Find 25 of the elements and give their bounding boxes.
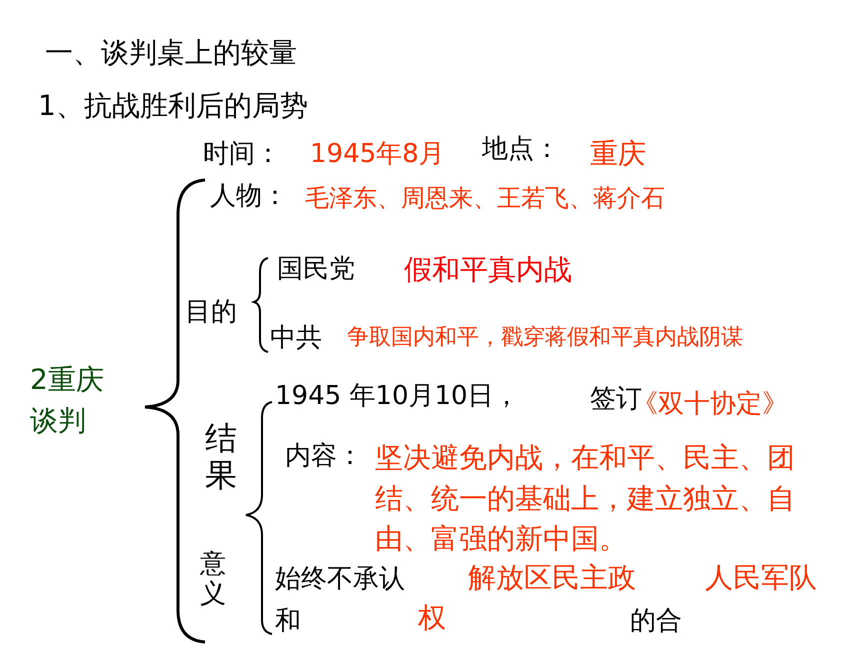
label-text: 2重庆谈判 xyxy=(30,362,105,439)
label-text: 内容： xyxy=(285,440,363,473)
label-text: 时间： xyxy=(203,138,281,171)
label-text: 权 xyxy=(418,600,446,636)
label-text: 争取国内和平，戳穿蒋假和平真内战阴谋 xyxy=(347,324,743,352)
vertical-heading: 结果 xyxy=(205,420,237,494)
label-text: 和 xyxy=(275,605,301,638)
label-text: 1、抗战胜利后的局势 xyxy=(38,88,308,124)
label-text: 1945年8月 xyxy=(310,138,445,171)
label-text: 1945 年10月10日， xyxy=(275,380,520,413)
label-text: 中共 xyxy=(270,322,322,355)
label-text: 的合 xyxy=(630,605,682,638)
label-text: 假和平真内战 xyxy=(404,252,572,288)
label-text: 国民党 xyxy=(277,253,355,286)
label-text: 人民军队 xyxy=(705,560,817,596)
label-text: 坚决避免内战，在和平、民主、团结、统一的基础上，建立独立、自由、富强的新中国。 xyxy=(375,440,796,558)
label-text: 毛泽东、周恩来、王若飞、蒋介石 xyxy=(305,183,665,214)
label-text: 重庆 xyxy=(590,136,646,172)
label-text: 目的 xyxy=(185,296,237,329)
vertical-heading: 意义 xyxy=(200,550,226,610)
label-text: 地点： xyxy=(482,133,560,166)
label-text: 人物： xyxy=(210,180,288,213)
label-text: 解放区民主政 xyxy=(468,560,636,596)
label-text: 一、谈判桌上的较量 xyxy=(45,35,297,71)
label-text: 始终不承认 xyxy=(275,563,405,596)
